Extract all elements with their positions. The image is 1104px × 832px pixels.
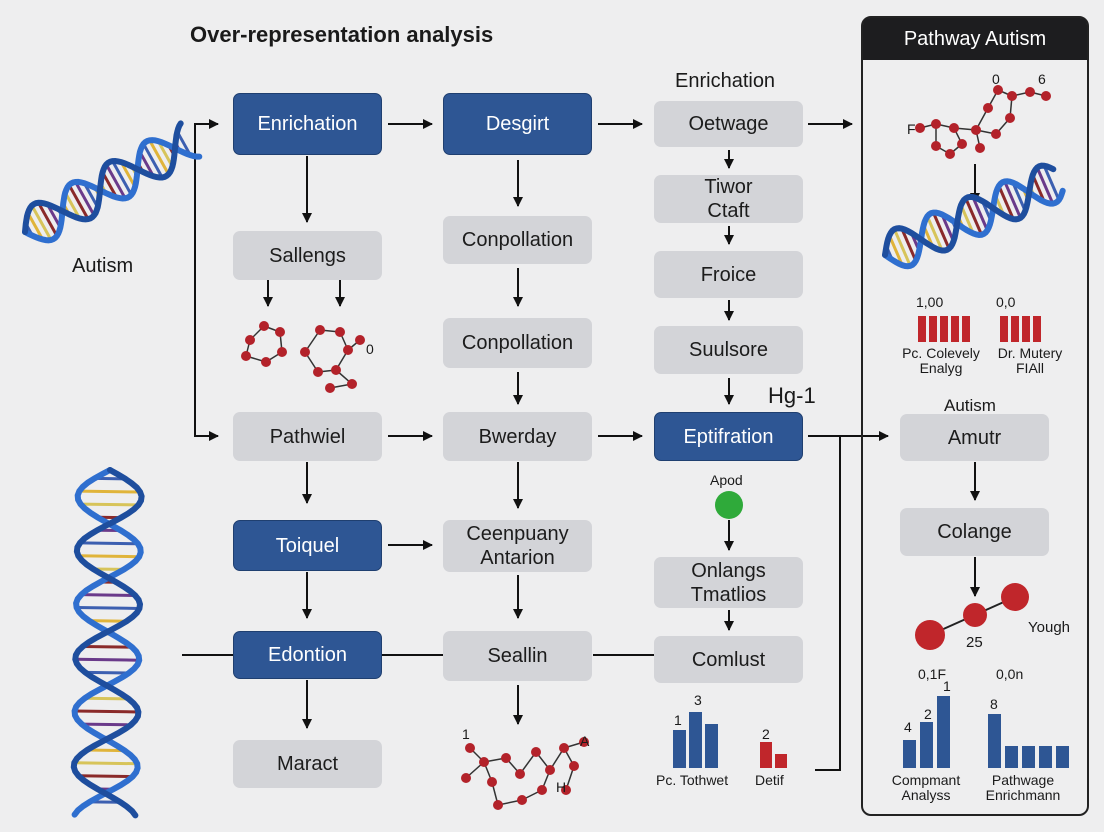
- panel-molecule-tag-0: 0: [992, 71, 1000, 87]
- panel-top-value-2: 0,0: [996, 294, 1016, 310]
- panel-autism-label: Autism: [944, 396, 996, 415]
- node-toiquel[interactable]: Toiquel: [233, 520, 382, 571]
- molecule-tag-h: H: [556, 779, 567, 795]
- panel-bottom-bars-2: [988, 714, 1069, 768]
- panel-bottom-caption-2: Pathwage Enrichmann: [985, 772, 1061, 803]
- panel-top-bars-2-bar: [1011, 316, 1019, 342]
- hg-label: Hg-1: [768, 383, 816, 408]
- panel-top-caption-2: Dr. Mutery FIAll: [997, 345, 1063, 376]
- node-eptifration[interactable]: Eptifration: [654, 412, 803, 461]
- panel-bottom-bars-2-bar: [988, 714, 1001, 768]
- apod-label: Apod: [710, 472, 743, 488]
- panel-bottom-bars-2-bar: [1005, 746, 1018, 768]
- node-froice[interactable]: Froice: [654, 251, 803, 298]
- node-conpollation-1[interactable]: Conpollation: [443, 216, 592, 264]
- panel-bottom-bars-2-bar: [1022, 746, 1035, 768]
- node-onlangs-tmatlios[interactable]: Onlangs Tmatlios: [654, 557, 803, 608]
- panel-molecule-icon: [915, 85, 1051, 159]
- pair-label: Yough: [1028, 619, 1070, 636]
- molecule-icon-3: [461, 737, 589, 810]
- bottom-bar-label-1: 1: [674, 712, 682, 728]
- arrow-left-to-enrichation: [194, 119, 219, 270]
- panel-top-value-1: 1,00: [916, 294, 944, 310]
- node-colange[interactable]: Colange: [900, 508, 1049, 556]
- bottom-bar-label-3: 3: [694, 692, 702, 708]
- panel-bottom-top-label-2: 0,0n: [996, 666, 1024, 682]
- panel-bottom-caption-1: Compmant Analyss: [891, 772, 961, 803]
- bottom-bars-1-bar: [705, 724, 718, 768]
- panel-top-bars-1-bar: [929, 316, 937, 342]
- node-suulsore[interactable]: Suulsore: [654, 326, 803, 374]
- panel-bottom-bars-1-bar: [937, 696, 950, 768]
- node-enrichation[interactable]: Enrichation: [233, 93, 382, 155]
- c3-header-label: Enrichation: [675, 70, 776, 92]
- left-autism-label: Autism: [72, 255, 134, 277]
- panel-top-bars-1-bar: [940, 316, 948, 342]
- panel-top-bars-2-bar: [1000, 316, 1008, 342]
- bottom-bars-2-bar: [775, 754, 787, 768]
- node-edontion[interactable]: Edontion: [233, 631, 382, 679]
- node-sallengs[interactable]: Sallengs: [233, 231, 382, 280]
- bottom-bar-label-2: 2: [762, 726, 770, 742]
- dna-helix-bottom-left-icon: [70, 467, 145, 819]
- node-tiwor-ctaft[interactable]: Tiwor Ctaft: [654, 175, 803, 223]
- node-comlust[interactable]: Comlust: [654, 636, 803, 683]
- green-node-icon: [715, 491, 743, 519]
- bottom-bars-1: [673, 712, 718, 768]
- node-bwerday[interactable]: Bwerday: [443, 412, 592, 461]
- panel-bottom-bar-label-1: 1: [943, 678, 951, 694]
- panel-molecule-tag-f: F: [907, 121, 916, 137]
- dna-helix-panel-icon: [882, 162, 1066, 270]
- bottom-caption-2: Detif: [755, 772, 784, 788]
- panel-top-bars-1-bar: [962, 316, 970, 342]
- bottom-caption-1: Pc. Tothwet: [656, 772, 729, 788]
- node-desgirt[interactable]: Desgirt: [443, 93, 592, 155]
- bottom-bars-2: [760, 742, 787, 768]
- arrow-left-to-pathwiel: [194, 270, 219, 441]
- panel-header: Pathway Autism: [863, 18, 1087, 60]
- panel-bottom-bars-2-bar: [1056, 746, 1069, 768]
- molecule-icon-1: [241, 321, 287, 367]
- panel-top-bars-2-bar: [1033, 316, 1041, 342]
- node-ceenpuany-antarion[interactable]: Ceenpuany Antarion: [443, 520, 592, 572]
- node-amutr[interactable]: Amutr: [900, 414, 1049, 461]
- node-pathwiel[interactable]: Pathwiel: [233, 412, 382, 461]
- molecule-tag-1: 1: [462, 726, 470, 742]
- panel-bottom-bar-label-4: 4: [904, 719, 912, 735]
- panel-bottom-bars-1-bar: [920, 722, 933, 768]
- bottom-bars-2-bar: [760, 742, 772, 768]
- panel-top-bars-1-bar: [951, 316, 959, 342]
- node-conpollation-2[interactable]: Conpollation: [443, 318, 592, 368]
- node-maract[interactable]: Maract: [233, 740, 382, 788]
- panel-bottom-bar-label-8: 8: [990, 696, 998, 712]
- pair-molecule-icon: [915, 583, 1029, 650]
- diagram-title: Over-representation analysis: [190, 22, 494, 47]
- panel-bottom-bars-1: [903, 696, 950, 768]
- pair-value-label: 25: [966, 634, 983, 651]
- molecule-tag: 0: [366, 341, 374, 357]
- molecule-icon-2: [300, 325, 365, 393]
- panel-top-bars-2: [1000, 316, 1041, 342]
- node-seallin[interactable]: Seallin: [443, 631, 592, 681]
- bottom-bars-1-bar: [689, 712, 702, 768]
- pathway-autism-panel: Pathway Autism: [861, 16, 1089, 816]
- panel-top-bars-1-bar: [918, 316, 926, 342]
- panel-top-bars-2-bar: [1022, 316, 1030, 342]
- panel-bottom-bar-label-2: 2: [924, 706, 932, 722]
- panel-bottom-top-label-1: 0,1F: [918, 666, 947, 682]
- panel-top-caption-1: Pc. Colevely Enalyg: [902, 345, 980, 376]
- panel-molecule-tag-6: 6: [1038, 71, 1046, 87]
- bottom-bars-1-bar: [673, 730, 686, 768]
- panel-bottom-bars-2-bar: [1039, 746, 1052, 768]
- panel-top-bars-1: [918, 316, 970, 342]
- panel-bottom-bars-1-bar: [903, 740, 916, 768]
- molecule-tag-a: A: [580, 733, 590, 749]
- line-bottom-to-main: [815, 436, 841, 771]
- node-oetwage[interactable]: Oetwage: [654, 101, 803, 147]
- dna-helix-top-left-icon: [22, 120, 203, 244]
